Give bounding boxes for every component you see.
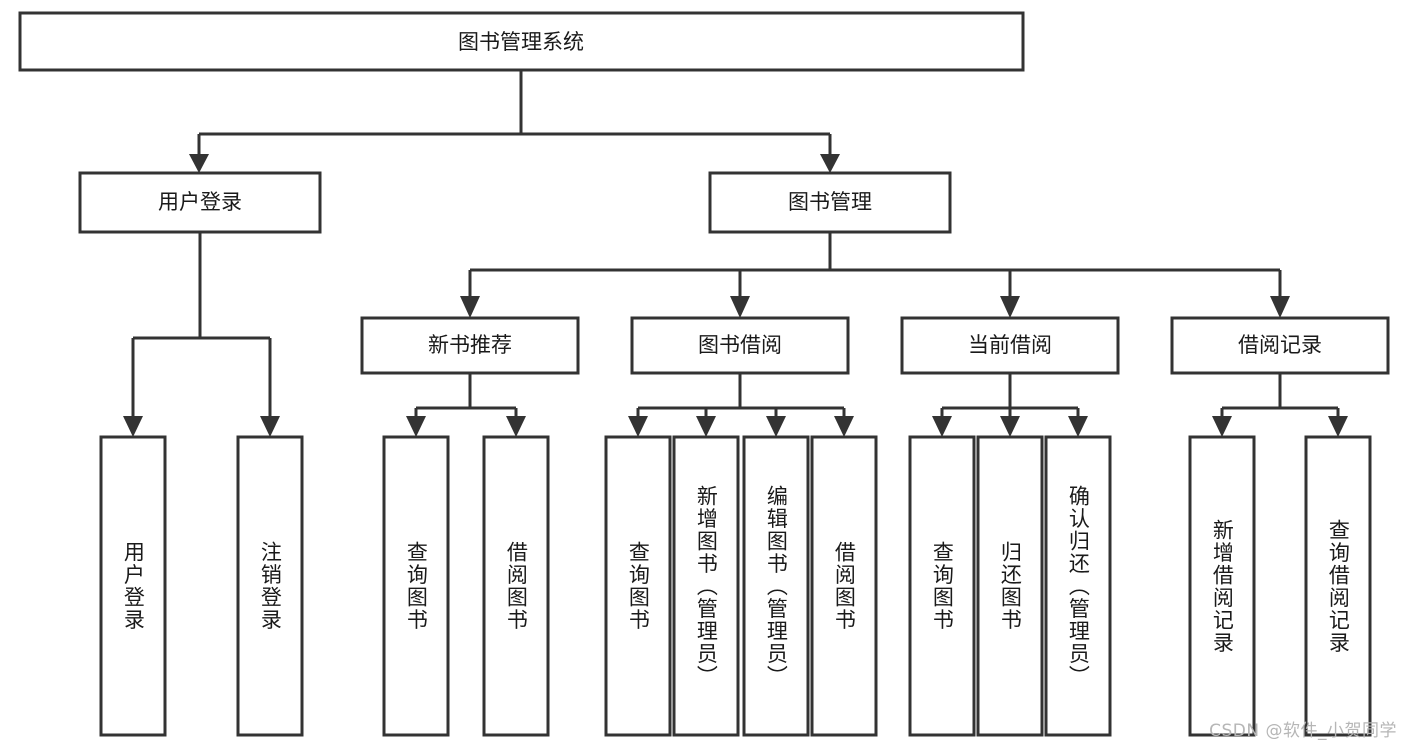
node-root[interactable]: 图书管理系统 bbox=[18, 11, 1025, 72]
node-new-book-recommend[interactable]: 新书推荐 bbox=[360, 316, 580, 375]
node-user-login-box[interactable] bbox=[78, 171, 322, 234]
node-user-login[interactable]: 用户登录 bbox=[78, 171, 322, 234]
arrow-head-icon bbox=[460, 296, 480, 318]
arrow-head-icon bbox=[820, 154, 840, 173]
node-new-book-recommend-label: 新书推荐 bbox=[428, 333, 512, 357]
leaf-box-query-book-2[interactable] bbox=[604, 435, 672, 737]
leaf-box-query-book-3[interactable] bbox=[908, 435, 976, 737]
arrow-head-icon bbox=[123, 416, 143, 437]
arrow-head-icon bbox=[506, 416, 526, 437]
connector-borrow-record-to-leaves bbox=[1212, 373, 1348, 437]
leaf-box-query-record[interactable] bbox=[1304, 435, 1372, 737]
arrow-head-icon bbox=[1328, 416, 1348, 437]
arrow-head-icon bbox=[189, 154, 209, 173]
node-borrow-record[interactable]: 借阅记录 bbox=[1170, 316, 1390, 375]
node-book-management-label: 图书管理 bbox=[788, 190, 872, 214]
arrow-head-icon bbox=[1270, 296, 1290, 318]
arrow-head-icon bbox=[1000, 416, 1020, 437]
leaf-box-borrow-book-2[interactable] bbox=[810, 435, 878, 737]
leaf-box-add-record[interactable] bbox=[1188, 435, 1256, 737]
leaf-box-edit-book[interactable] bbox=[742, 435, 810, 737]
node-book-borrow-label: 图书借阅 bbox=[698, 333, 782, 357]
connector-book-management-to-level2 bbox=[460, 232, 1290, 318]
node-current-borrow[interactable]: 当前借阅 bbox=[900, 316, 1120, 375]
connector-new-book-recommend-to-leaves bbox=[406, 373, 526, 437]
connector-user-login-to-leaves bbox=[123, 232, 280, 437]
leaf-box-confirm-return[interactable] bbox=[1044, 435, 1112, 737]
arrow-head-icon bbox=[628, 416, 648, 437]
arrow-head-icon bbox=[406, 416, 426, 437]
node-book-management[interactable]: 图书管理 bbox=[708, 171, 952, 234]
arrow-head-icon bbox=[834, 416, 854, 437]
node-book-borrow[interactable]: 图书借阅 bbox=[630, 316, 850, 375]
node-new-book-recommend-box[interactable] bbox=[360, 316, 580, 375]
node-current-borrow-box[interactable] bbox=[900, 316, 1120, 375]
arrow-head-icon bbox=[1212, 416, 1232, 437]
arrow-head-icon bbox=[260, 416, 280, 437]
arrow-head-icon bbox=[766, 416, 786, 437]
connector-current-borrow-to-leaves bbox=[932, 373, 1088, 437]
leaf-box-borrow-book-1[interactable] bbox=[482, 435, 550, 737]
csdn-watermark: CSDN @软件_小贺同学 bbox=[1209, 721, 1397, 741]
node-root-box[interactable] bbox=[18, 11, 1025, 72]
leaf-box-user-login[interactable] bbox=[99, 435, 167, 737]
arrow-head-icon bbox=[696, 416, 716, 437]
connector-root-to-level1 bbox=[189, 70, 840, 173]
leaf-box-return-book[interactable] bbox=[976, 435, 1044, 737]
node-user-login-label: 用户登录 bbox=[158, 190, 242, 214]
leaf-box-add-book[interactable] bbox=[672, 435, 740, 737]
arrow-head-icon bbox=[1068, 416, 1088, 437]
node-borrow-record-label: 借阅记录 bbox=[1238, 333, 1322, 357]
arrow-head-icon bbox=[1000, 296, 1020, 318]
arrow-head-icon bbox=[730, 296, 750, 318]
leaf-box-query-book-1[interactable] bbox=[382, 435, 450, 737]
arrow-head-icon bbox=[932, 416, 952, 437]
node-current-borrow-label: 当前借阅 bbox=[968, 333, 1052, 357]
connector-book-borrow-to-leaves bbox=[628, 373, 854, 437]
node-root-label: 图书管理系统 bbox=[458, 30, 584, 54]
leaf-box-user-logout[interactable] bbox=[236, 435, 304, 737]
